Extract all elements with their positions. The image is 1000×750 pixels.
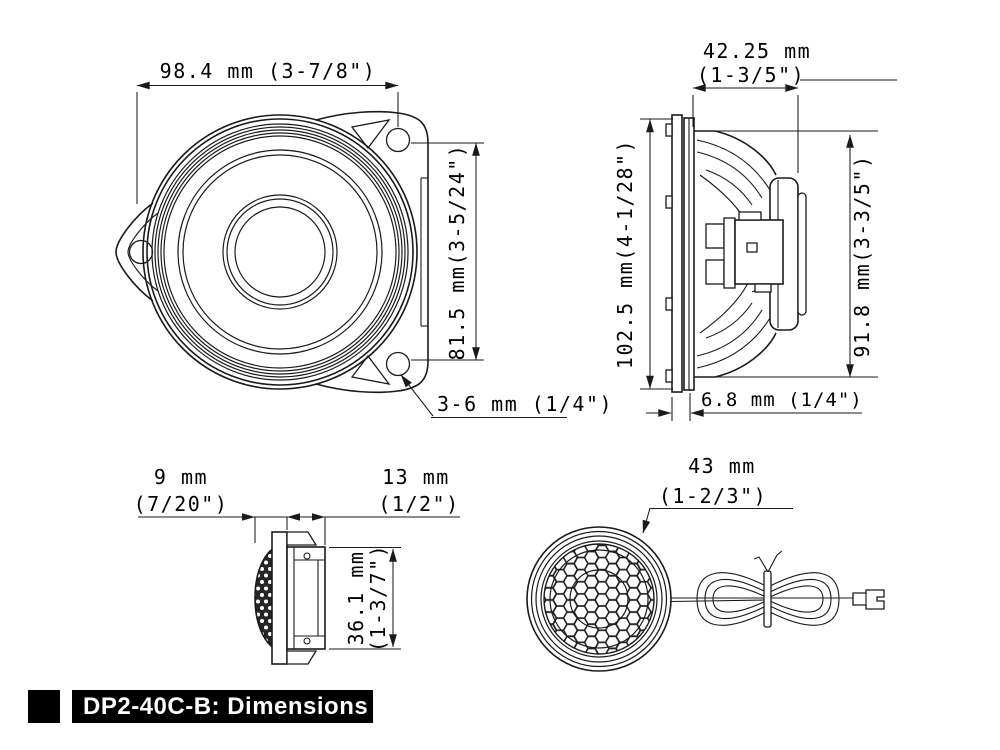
dim-tweeter-diameter: 43 mm (1-2/3") (642, 454, 793, 534)
dim-woofer-basket-height: 91.8 mm(3-3/5") (698, 130, 878, 378)
diagram-title: DP2-40C-B: Dimensions (83, 692, 369, 720)
wire-connector (852, 589, 885, 610)
tweeter-front-view: 43 mm (1-2/3") (526, 454, 885, 672)
lead-wire (670, 550, 885, 628)
dim-text-diameter-in: (1-2/3") (659, 484, 767, 508)
footer-title-bar: DP2-40C-B: Dimensions (72, 690, 373, 723)
dim-text-total-height: 102.5 mm(4-1/28") (613, 139, 637, 369)
dim-text-flange: 6.8 mm (1/4") (701, 389, 863, 411)
screw-bottom (303, 637, 311, 645)
footer-accent-square (28, 690, 60, 723)
dim-text-depth-in: (1-3/5") (697, 63, 805, 87)
dim-woofer-total-height: 102.5 mm(4-1/28") (613, 118, 673, 390)
dim-woofer-width: 98.4 mm (3-7/8") (136, 59, 399, 204)
dim-text-tweeter-height-mm: 36.1 mm (344, 551, 368, 646)
woofer-front-view: 98.4 mm (3-7/8") 81.5 mm(3-5/24") 3-6 mm… (115, 59, 613, 419)
tweeter-flange (271, 531, 288, 665)
woofer-rings (142, 114, 418, 390)
left-mounting-hole (128, 239, 154, 265)
tweeter-body (286, 546, 326, 650)
dim-text-front-in: (7/20") (134, 492, 229, 516)
dim-text-hole: 3-6 mm (1/4") (437, 392, 613, 416)
dim-flange-thickness: 6.8 mm (1/4") (646, 389, 863, 421)
gasket-flange (671, 114, 683, 393)
dim-text-basket-height: 91.8 mm(3-3/5") (850, 154, 874, 357)
top-right-mounting-hole (385, 127, 411, 153)
right-mounting-tabs (315, 110, 429, 394)
dim-tweeter-height: 36.1 mm (1-3/7") (329, 544, 401, 652)
screw-top (303, 552, 311, 560)
dim-tweeter-depths: 9 mm (7/20") 13 mm (1/2") (134, 465, 460, 545)
cable-tie (763, 570, 772, 628)
tweeter-grille (526, 526, 672, 672)
dim-text-tweeter-height-in: (1-3/7") (366, 544, 390, 652)
terminal-block (705, 211, 784, 293)
dim-text-woofer-height: 81.5 mm(3-5/24") (445, 144, 469, 361)
dim-woofer-hole-spacing-v: 81.5 mm(3-5/24") (411, 142, 484, 361)
dim-woofer-depth: 42.25 mm (1-3/5") (692, 39, 897, 173)
dim-mounting-hole: 3-6 mm (1/4") (400, 374, 613, 419)
bottom-right-mounting-hole (385, 351, 411, 377)
dim-text-woofer-width: 98.4 mm (3-7/8") (160, 59, 377, 83)
dim-text-front-mm: 9 mm (154, 465, 208, 489)
dim-text-depth-mm: 42.25 mm (703, 39, 811, 63)
dim-text-diameter-mm: 43 mm (688, 454, 756, 478)
woofer-side-view: 42.25 mm (1-3/5") 102.5 mm(4-1/28") 91.8… (613, 39, 897, 421)
dim-text-rear-mm: 13 mm (382, 465, 450, 489)
magnet-back-plate (797, 192, 807, 316)
tweeter-side-view: 9 mm (7/20") 13 mm (1/2") 36.1 mm (1-3/7… (134, 465, 460, 665)
dim-text-rear-in: (1/2") (378, 492, 459, 516)
honeycomb-mesh (543, 543, 655, 655)
